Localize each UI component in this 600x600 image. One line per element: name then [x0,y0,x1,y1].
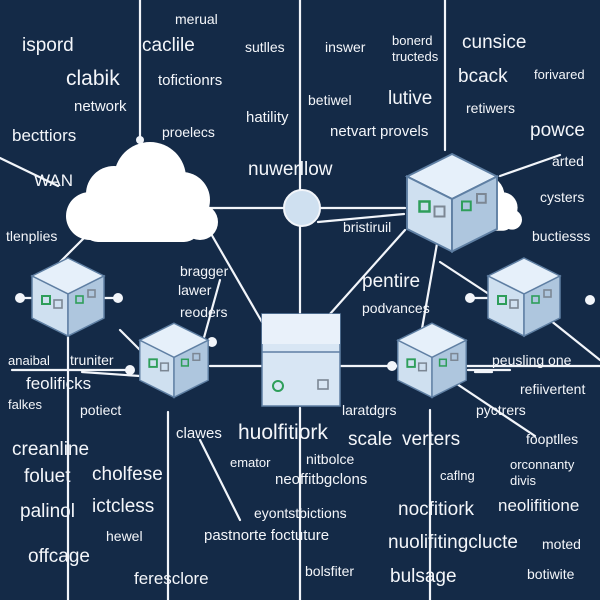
label-nitbolce: nitbolce [306,451,355,467]
server-cube-icon [396,322,468,399]
label-huolfitiork: huolfitiork [238,421,328,444]
label-forivared: forivared [534,67,585,82]
label-hatility: hatility [246,109,289,126]
label-falkes: falkes [8,397,42,412]
label-neolifitione: neolifitione [498,496,580,515]
label-cholfese: cholfese [92,464,163,485]
server-cube-icon [405,152,499,253]
label-bulsage: bulsage [390,566,457,587]
label-truniter: truniter [70,352,114,368]
label-eyontstbictions: eyontstbictions [254,505,347,521]
label-ictcless: ictcless [92,496,155,517]
label-nuolifitingclucte: nuolifitingclucte [388,532,518,553]
cloud-icon [66,142,218,242]
label-buctiesss: buctiesss [532,228,591,244]
label-bolsfiter: bolsfiter [305,563,355,579]
label-pentire: pentire [362,271,421,292]
label-inswer: inswer [325,39,366,55]
server-cube-icon [487,257,561,337]
label-offcage: offcage [28,546,90,567]
label-tructeds: tructeds [392,49,439,64]
label-moted: moted [542,536,581,552]
label-network: network [74,98,127,115]
label-tofictionrs: tofictionrs [158,72,223,89]
label-netvart-provels: netvart provels [330,123,429,140]
label-feresclore: feresclore [134,569,209,588]
label-powce: powce [530,120,585,141]
label-bcack: bcack [458,66,508,87]
label-cysters: cysters [540,189,585,205]
label-clawes: clawes [176,425,222,442]
label-wan: WAN [34,171,74,190]
label-reoders: reoders [180,304,228,320]
label-orconnanty: orconnanty [510,457,575,472]
label-anaibal: anaibal [8,353,50,368]
label-caflng: caflng [440,468,475,483]
label-divis: divis [510,473,537,488]
label-retiwers: retiwers [466,100,516,116]
label-bragger: bragger [180,263,229,279]
label-bonerd: bonerd [392,33,433,48]
label-laratdgrs: laratdgrs [342,402,397,418]
label-cunsice: cunsice [462,32,527,53]
label-arted: arted [552,153,584,169]
label-botiwite: botiwite [527,566,575,582]
label-pastnorte-foctuture: pastnorte foctuture [204,527,330,544]
label-ispord: ispord [22,35,74,56]
label-fooptlles: fooptlles [526,431,579,447]
label-refiivertent: refiivertent [520,381,586,397]
label-peusling-one: peusling one [492,352,572,368]
label-betiwel: betiwel [308,92,352,108]
label-tlenplies: tlenplies [6,228,58,244]
label-bristiruil: bristiruil [343,219,392,235]
label-nuwerllow: nuwerllow [248,159,333,180]
label-lutive: lutive [388,88,433,109]
label-becttiors: becttiors [12,126,77,145]
label-lawer: lawer [178,282,212,298]
server-cube-icon [31,257,105,337]
label-podvances: podvances [362,300,430,316]
server-cube-icon [138,322,210,399]
label-pyctrers: pyctrers [476,402,526,418]
server-box-icon [261,313,341,407]
label-hewel: hewel [106,528,143,544]
label-creanline: creanline [12,439,90,460]
label-scale: scale [348,429,393,450]
label-sutlles: sutlles [245,39,285,55]
label-proelecs: proelecs [162,124,215,140]
label-emator: emator [230,455,271,470]
label-foluet: foluet [24,466,71,487]
label-verters: verters [402,429,461,450]
label-palinol: palinol [20,501,75,522]
label-merual: merual [175,11,218,27]
label-feolificks: feolificks [26,374,92,393]
label-nocfitiork: nocfitiork [398,499,475,520]
label-clabik: clabik [66,67,120,90]
label-potiect: potiect [80,402,122,418]
label-caclile: caclile [142,35,195,56]
hub-node-icon [283,189,321,227]
label-neoffitbgclons: neoffitbgclons [275,471,368,488]
